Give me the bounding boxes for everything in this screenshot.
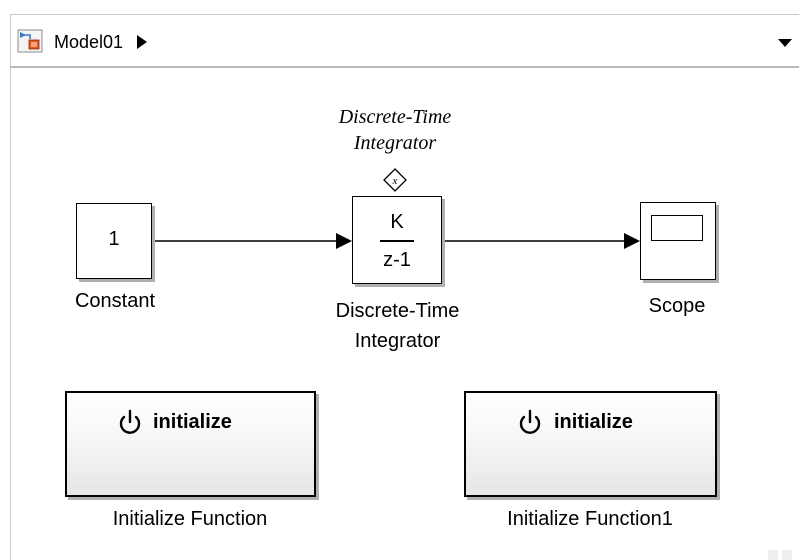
resize-grip-icon[interactable] <box>766 546 796 560</box>
integrator-name-italic: Discrete-Time Integrator <box>338 106 452 154</box>
integrator-block-label: Discrete-Time Integrator <box>335 300 460 352</box>
integrator-denominator: z-1 <box>383 249 411 271</box>
initialize-function-label: Initialize Function <box>112 508 268 530</box>
scope-screen-icon <box>651 215 703 241</box>
power-icon <box>119 409 141 434</box>
constant-value: 1 <box>108 228 120 250</box>
initialize-text: initialize <box>153 411 232 433</box>
simulink-model-icon[interactable] <box>17 29 43 53</box>
explorer-bar: Model01 <box>10 14 799 68</box>
scope-block-label: Scope <box>648 295 706 317</box>
svg-text:x: x <box>392 175 398 187</box>
fraction-bar <box>380 240 414 242</box>
scope-block[interactable] <box>640 202 716 280</box>
initialize-function-block[interactable]: initialize <box>65 391 316 497</box>
discrete-time-integrator-block[interactable]: K z-1 <box>352 196 442 284</box>
triangle-right-icon[interactable] <box>135 33 149 51</box>
triangle-down-icon[interactable] <box>777 37 793 49</box>
initialize-function1-label: Initialize Function1 <box>507 508 673 530</box>
initialize-text: initialize <box>554 411 633 433</box>
integrator-numerator: K <box>390 211 404 233</box>
constant-block[interactable]: 1 <box>76 203 152 279</box>
model-breadcrumb[interactable]: Model01 <box>54 32 124 52</box>
state-port-icon[interactable]: x <box>382 168 408 192</box>
constant-block-label: Constant <box>74 290 156 312</box>
initialize-function1-block[interactable]: initialize <box>464 391 717 497</box>
power-icon <box>519 409 541 434</box>
